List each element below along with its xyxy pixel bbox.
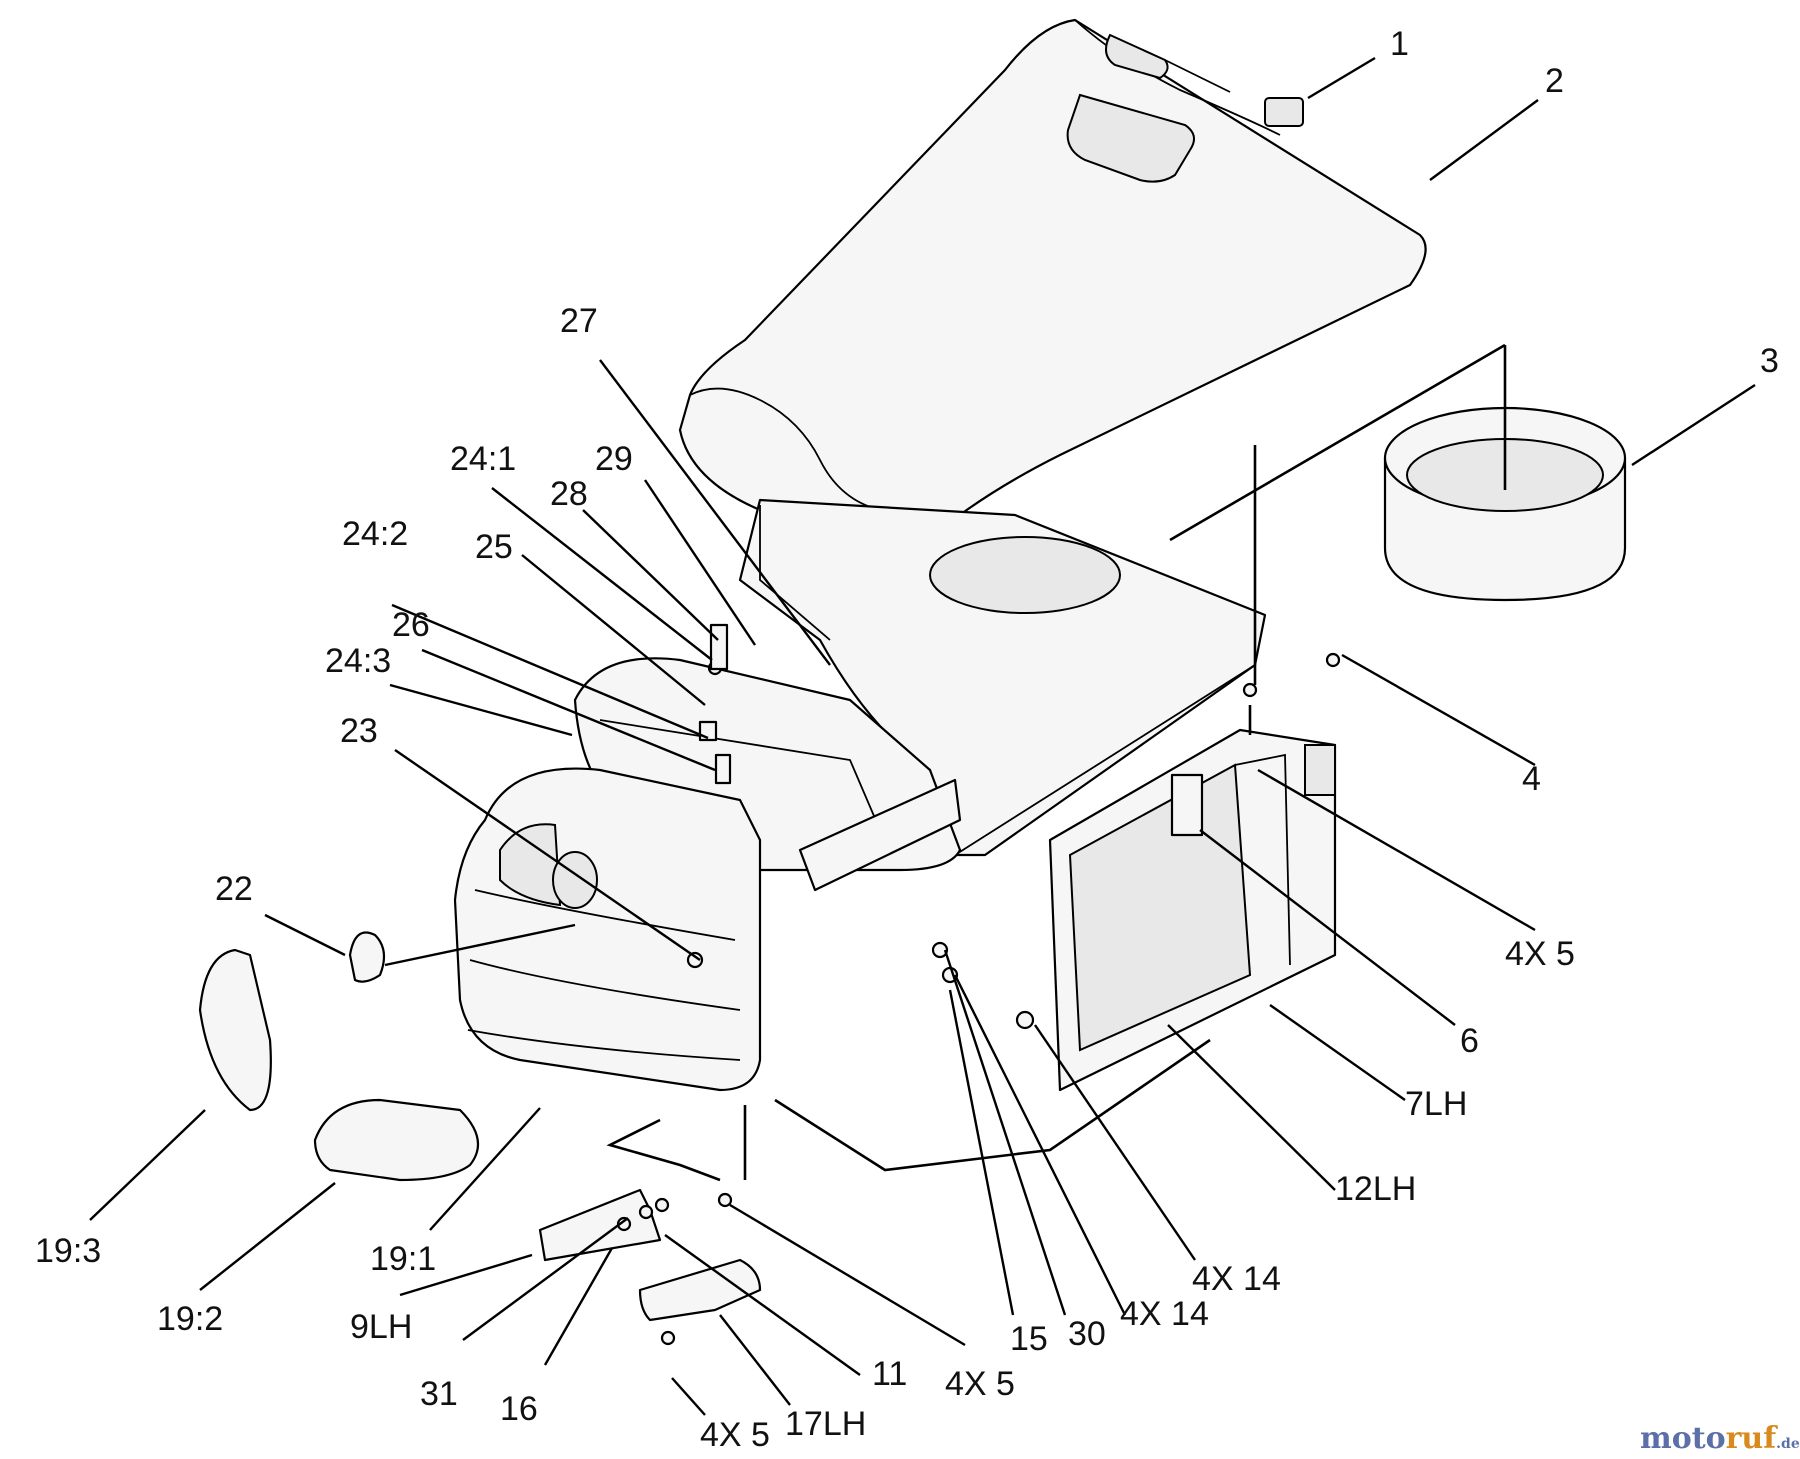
callout-17lh: 17LH <box>785 1405 866 1443</box>
callout-31: 31 <box>420 1375 458 1413</box>
callout-2: 2 <box>1545 62 1564 100</box>
callout-1: 1 <box>1390 25 1409 63</box>
callout-4: 4 <box>1522 760 1541 798</box>
callout-11: 11 <box>872 1355 907 1393</box>
grille-part <box>453 767 762 1092</box>
callout-24-1: 24:1 <box>450 440 516 478</box>
callout-4x14-a: 4X 14 <box>1192 1260 1281 1298</box>
callout-4x5-a: 4X 5 <box>1505 935 1575 973</box>
callout-23: 23 <box>340 712 378 750</box>
hood-part <box>678 18 1427 549</box>
bracket-9lh-part <box>538 1188 662 1262</box>
watermark-text-b: ruf <box>1726 1421 1779 1456</box>
bracket-17lh-part <box>638 1258 762 1322</box>
callout-30: 30 <box>1068 1315 1106 1353</box>
watermark-text-a: moto <box>1640 1421 1726 1456</box>
lower-lens-part <box>313 1098 480 1182</box>
clip-part <box>348 931 386 983</box>
callout-3: 3 <box>1760 342 1779 380</box>
callout-25: 25 <box>475 528 513 566</box>
callout-16: 16 <box>500 1390 538 1428</box>
callout-labels: 1 2 3 4 4X 5 6 7LH 12LH 4X 14 4X 14 30 1… <box>35 25 1779 1454</box>
watermark-suffix: .de <box>1776 1436 1800 1452</box>
callout-19-3: 19:3 <box>35 1232 101 1270</box>
callout-22: 22 <box>215 870 253 908</box>
callout-4x5-b: 4X 5 <box>945 1365 1015 1403</box>
side-panel-part <box>1015 728 1337 1092</box>
callout-24-3: 24:3 <box>325 642 391 680</box>
assembly-lines <box>606 343 1507 1182</box>
leader-lines <box>89 56 1756 1416</box>
callout-29: 29 <box>595 440 633 478</box>
callout-28: 28 <box>550 475 588 513</box>
callout-19-2: 19:2 <box>157 1300 223 1338</box>
callout-24-2: 24:2 <box>342 515 408 553</box>
callout-27: 27 <box>560 302 598 340</box>
callout-26: 26 <box>392 606 430 644</box>
watermark-logo: motoruf.de <box>1640 1421 1800 1456</box>
callout-9lh: 9LH <box>350 1308 412 1346</box>
callout-12lh: 12LH <box>1335 1170 1416 1208</box>
headlight-lens-part <box>198 948 272 1112</box>
callout-15: 15 <box>1010 1320 1048 1358</box>
callout-19-1: 19:1 <box>370 1240 436 1278</box>
callout-4x5-c: 4X 5 <box>700 1416 770 1454</box>
callout-7lh: 7LH <box>1405 1085 1467 1123</box>
callout-4x14-b: 4X 14 <box>1120 1295 1209 1333</box>
dash-panel-part <box>573 498 1267 892</box>
svg-text:motoruf.de: motoruf.de <box>1640 1421 1800 1456</box>
callout-6: 6 <box>1460 1022 1479 1060</box>
